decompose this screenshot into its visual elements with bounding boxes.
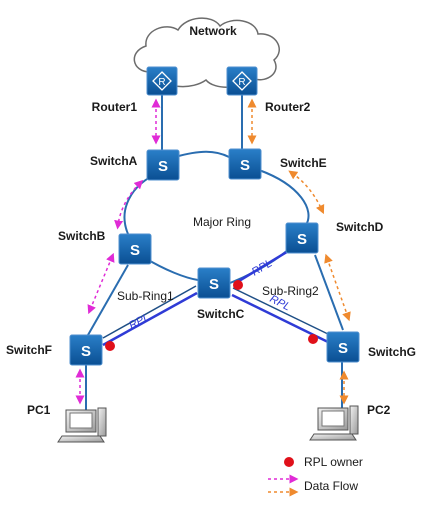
switch-glyph: S bbox=[81, 343, 91, 360]
switch-switche[interactable]: S SwitchE bbox=[228, 148, 327, 180]
major-ring-label: Major Ring bbox=[193, 215, 251, 229]
switchd-label: SwitchD bbox=[336, 220, 384, 234]
router-icon bbox=[226, 66, 258, 96]
switch-icon bbox=[197, 267, 231, 299]
switchg-label: SwitchG bbox=[368, 345, 416, 359]
flow-arrow-switchd-switchg bbox=[324, 253, 351, 322]
switch-switchf[interactable]: S SwitchF bbox=[6, 334, 103, 366]
switchc-label: SwitchC bbox=[197, 307, 245, 321]
rpl-link-switchc-switchd bbox=[233, 248, 291, 286]
legend-rpl-owner-label: RPL owner bbox=[304, 455, 363, 469]
flow-arrow-switche-switchd bbox=[288, 170, 325, 215]
router-router2[interactable]: R Router2 bbox=[226, 66, 311, 114]
legend-data-flow-label: Data Flow bbox=[304, 479, 358, 493]
sub-ring-link-g bbox=[232, 287, 331, 336]
switch-glyph: S bbox=[240, 157, 250, 174]
switch-glyph: S bbox=[338, 340, 348, 357]
switch-switchb[interactable]: S SwitchB bbox=[58, 229, 152, 265]
switchf-label: SwitchF bbox=[6, 343, 52, 357]
flow-arrow-switcha-switchb bbox=[114, 179, 144, 230]
data-flow-orange bbox=[247, 98, 351, 405]
switch-switcha[interactable]: S SwitchA bbox=[90, 149, 180, 181]
switch-icon bbox=[69, 334, 103, 366]
switch-switchc[interactable]: S SwitchC bbox=[197, 267, 245, 321]
switch-icon bbox=[326, 331, 360, 363]
sub-ring-link-f bbox=[102, 285, 197, 339]
cloud-label: Network bbox=[189, 24, 237, 38]
switch-icon bbox=[146, 149, 180, 181]
sub-ring-links bbox=[102, 285, 331, 339]
router-diamond bbox=[152, 71, 172, 91]
switchb-label: SwitchB bbox=[58, 229, 106, 243]
rpl-label-subring1: RPL bbox=[127, 311, 152, 332]
pc-pc2[interactable]: PC2 bbox=[309, 403, 391, 441]
rpl-owner-dot-switchc bbox=[233, 280, 243, 290]
pc-pc1[interactable]: PC1 bbox=[27, 403, 107, 443]
rpl-link-switchc-switchf bbox=[102, 291, 198, 347]
switch-glyph: S bbox=[158, 158, 168, 175]
sub-ring2-label: Sub-Ring2 bbox=[262, 284, 319, 298]
flow-arrow-switchb-switchf bbox=[87, 252, 115, 315]
router-icon bbox=[146, 66, 178, 96]
pc-icon bbox=[57, 407, 107, 443]
router2-label: Router2 bbox=[265, 100, 311, 114]
switch-icon bbox=[118, 233, 152, 265]
switch-icon bbox=[228, 148, 262, 180]
router-glyph: R bbox=[158, 77, 165, 88]
switch-icon bbox=[285, 222, 319, 254]
pc1-label: PC1 bbox=[27, 403, 51, 417]
rpl-owner-dot-switchg bbox=[308, 334, 318, 344]
router-router1[interactable]: R Router1 bbox=[92, 66, 178, 114]
router1-label: Router1 bbox=[92, 100, 138, 114]
switch-switchg[interactable]: S SwitchG bbox=[326, 331, 416, 363]
switch-glyph: S bbox=[297, 231, 307, 248]
switch-switchd[interactable]: S SwitchD bbox=[285, 220, 384, 254]
legend-rpl-owner-icon bbox=[284, 457, 294, 467]
switcha-label: SwitchA bbox=[90, 154, 138, 168]
switche-label: SwitchE bbox=[280, 156, 327, 170]
sub-ring1-label: Sub-Ring1 bbox=[117, 289, 174, 303]
switch-glyph: S bbox=[209, 276, 219, 293]
pc2-label: PC2 bbox=[367, 403, 391, 417]
router-glyph: R bbox=[238, 77, 245, 88]
router-diamond bbox=[232, 71, 252, 91]
legend: RPL owner Data Flow bbox=[268, 455, 363, 497]
switch-glyph: S bbox=[130, 242, 140, 259]
rpl-owner-dot-switchf bbox=[105, 341, 115, 351]
data-flow-magenta bbox=[75, 98, 161, 405]
pc-icon bbox=[309, 405, 359, 441]
